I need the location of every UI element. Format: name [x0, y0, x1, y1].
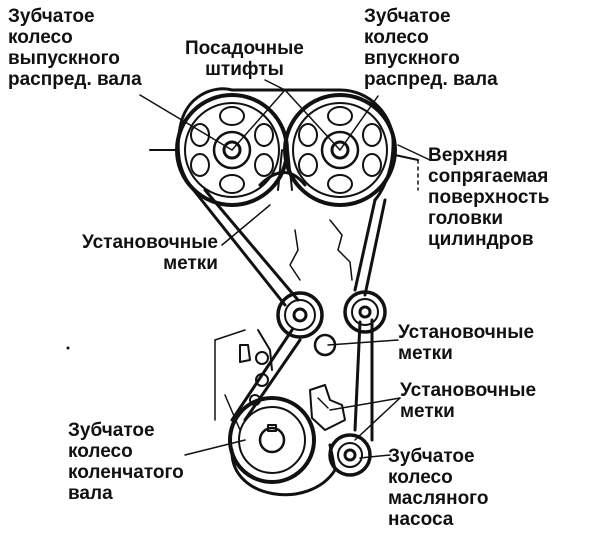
head-surface-line: [149, 149, 419, 191]
label-exhaust-cam-sprocket: Зубчатое колесо выпускного распред. вала: [8, 6, 142, 90]
label-timing-marks-right-upper: Установочные метки: [398, 322, 535, 364]
label-crankshaft-sprocket: Зубчатое колесо коленчатого вала: [68, 420, 184, 504]
leader-lines: [139, 79, 431, 459]
label-dowel-pins: Посадочные штифты: [185, 38, 304, 80]
label-timing-marks-right-lower: Установочные метки: [400, 380, 537, 422]
oil-pump-sprocket: [328, 433, 372, 477]
idler-pulley: [343, 290, 387, 334]
label-oil-pump-sprocket: Зубчатое колесо масляного насоса: [388, 446, 489, 530]
exhaust-cam-sprocket: [175, 93, 289, 207]
cam-timing-marks: [277, 149, 293, 191]
stray-dot: [66, 346, 70, 350]
crankshaft-sprocket: [228, 396, 316, 484]
tensioner-pulley: [276, 291, 324, 339]
engine-block-outline: [214, 219, 353, 431]
label-timing-marks-left: Установочные метки: [81, 232, 218, 274]
label-head-mating-surface: Верхняя сопрягаемая поверхность головки …: [428, 145, 550, 250]
intake-cam-sprocket: [283, 93, 397, 207]
label-intake-cam-sprocket: Зубчатое колесо впускного распред. вала: [364, 6, 498, 90]
